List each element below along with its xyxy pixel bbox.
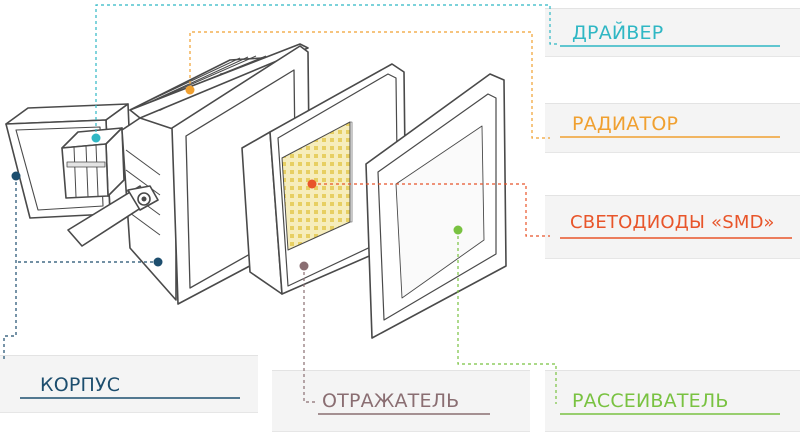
radiator-label: РАДИАТОР bbox=[572, 113, 679, 135]
reflector-label-panel bbox=[272, 370, 530, 432]
diffuser-dot bbox=[453, 225, 463, 235]
reflector-leader-line bbox=[303, 266, 318, 403]
driver-module bbox=[61, 127, 125, 199]
diffuser-glass bbox=[365, 73, 507, 339]
housing-label-panel bbox=[0, 355, 258, 413]
radiator-leader-line bbox=[189, 31, 550, 139]
reflector-label: ОТРАЖАТЕЛЬ bbox=[322, 390, 460, 412]
leds-label-panel bbox=[545, 195, 800, 259]
housing-dot-2 bbox=[153, 257, 163, 267]
housing-dot-1 bbox=[11, 171, 21, 181]
leds-leader-line bbox=[312, 183, 550, 237]
housing-label: КОРПУС bbox=[40, 374, 121, 396]
radiator-label-panel bbox=[545, 103, 800, 153]
driver-dot bbox=[91, 133, 101, 143]
leds-dot bbox=[307, 179, 317, 189]
radiator-dot bbox=[185, 85, 195, 95]
leds-label: СВЕТОДИОДЫ «SMD» bbox=[570, 212, 775, 233]
diffuser-label-panel bbox=[545, 370, 800, 432]
diffuser-leader-line bbox=[457, 230, 557, 404]
driver-label-panel bbox=[545, 8, 800, 57]
diffuser-label: РАССЕИВАТЕЛЬ bbox=[572, 390, 729, 412]
housing-leader-line bbox=[3, 176, 17, 362]
reflector-dot bbox=[299, 261, 309, 271]
driver-label: ДРАЙВЕР bbox=[572, 22, 664, 44]
